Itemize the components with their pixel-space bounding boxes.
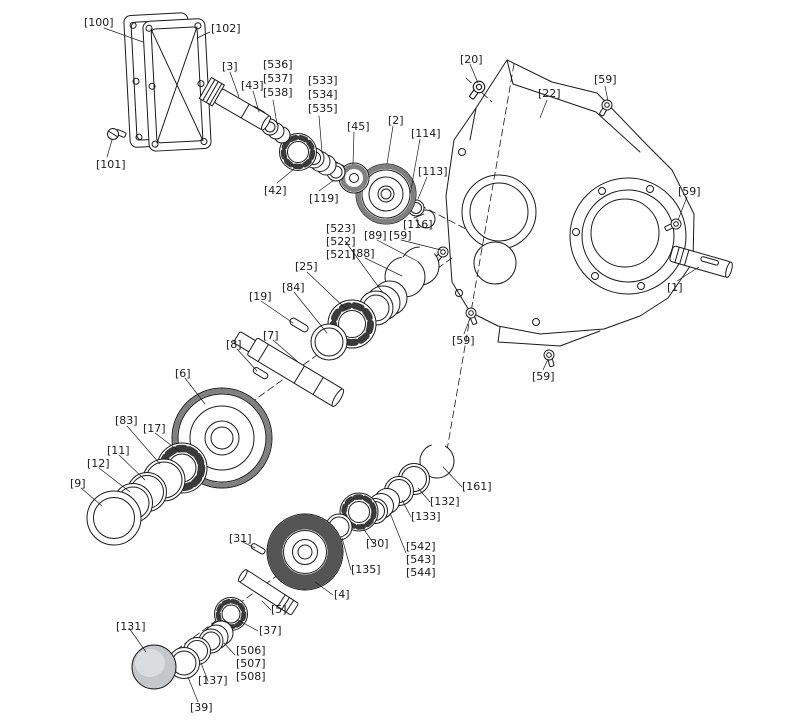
part-key-19	[289, 317, 309, 333]
part-cover-102	[142, 18, 212, 152]
part-shaft-7	[233, 331, 345, 407]
part-bevel-gear-4	[266, 513, 344, 591]
part-gear-2	[355, 163, 417, 225]
part-output-shaft-1	[669, 245, 733, 279]
part-screw-101	[107, 128, 127, 140]
intermediate-shaft-assembly	[86, 246, 440, 546]
part-cover-ring-9	[86, 490, 142, 546]
input-shaft-assembly	[198, 77, 436, 229]
leader-lines	[80, 27, 700, 703]
part-cap-131	[131, 644, 177, 690]
part-ring-84	[310, 323, 348, 361]
bolt-59-bottom	[542, 348, 558, 369]
part-pinion-shaft-5	[238, 569, 299, 616]
bevel-gear-assembly	[131, 443, 455, 690]
part-input-shaft-3	[198, 77, 271, 131]
part-pin-31	[250, 543, 266, 555]
part-housing-22	[445, 59, 695, 347]
part-bearing-42	[279, 133, 317, 171]
